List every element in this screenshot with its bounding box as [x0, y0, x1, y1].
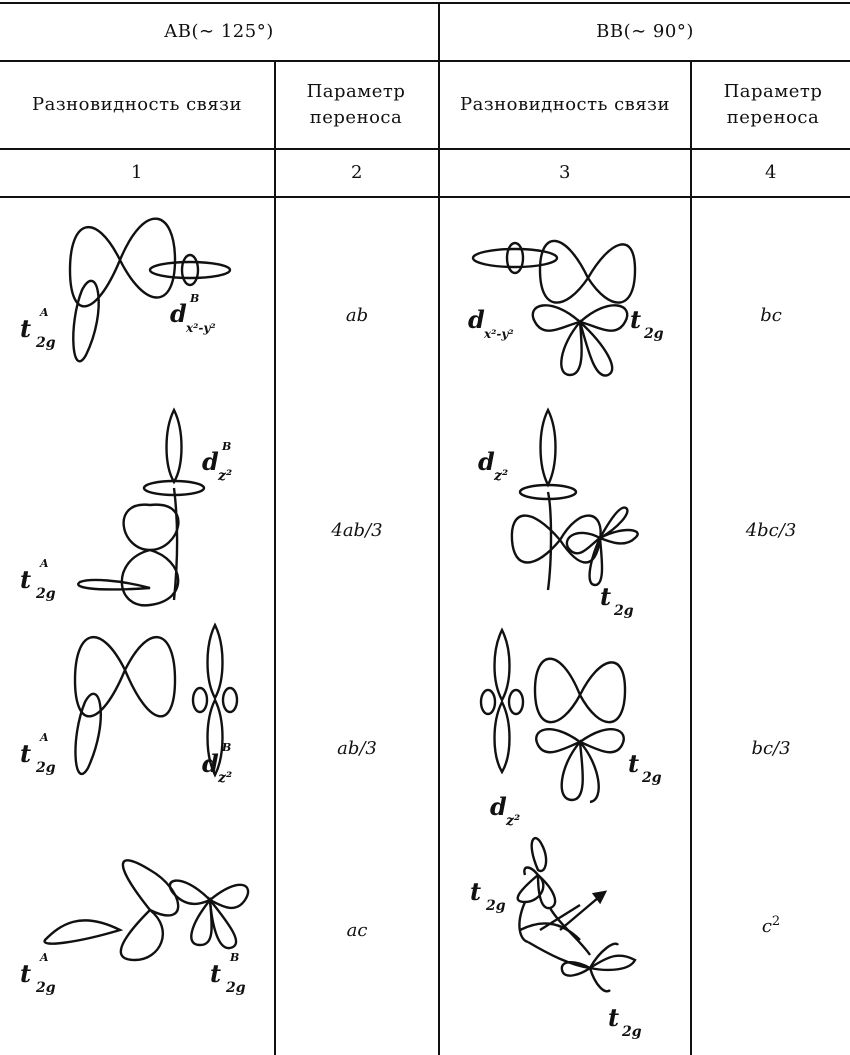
- svg-text:A: A: [39, 557, 49, 570]
- column-number-rule: [0, 196, 850, 198]
- bb-param-row-3: bc/3: [751, 738, 791, 759]
- svg-text:A: A: [39, 731, 49, 744]
- svg-text:t: t: [630, 305, 641, 334]
- bb-param-header: Параметр переноса: [723, 81, 823, 128]
- column-number-4: 4: [765, 162, 777, 183]
- svg-text:B: B: [229, 951, 239, 964]
- table-top-rule: [0, 2, 850, 4]
- svg-text:d: d: [170, 299, 187, 328]
- svg-text:z²: z²: [493, 468, 508, 484]
- bb-orbital-diagram-row-1: d x²-y² t 2g: [468, 239, 664, 377]
- bb-orbital-diagram-row-2: d z² t 2g: [478, 407, 639, 619]
- ab-group-header: AB(∼ 125°): [164, 21, 274, 42]
- ab-type-header: Разновидность связи: [32, 94, 242, 115]
- bb-orbital-diagram-row-3: d z² t 2g: [479, 627, 662, 829]
- svg-text:B: B: [221, 440, 231, 453]
- svg-text:z²: z²: [217, 770, 232, 786]
- bb-orbital-diagram-row-4: t 2g t 2g: [470, 837, 642, 1040]
- svg-text:x²-y²: x²-y²: [185, 321, 216, 335]
- bb-type-header: Разновидность связи: [460, 94, 670, 115]
- svg-text:A: A: [39, 951, 49, 964]
- svg-text:t: t: [600, 582, 611, 611]
- svg-text:2g: 2g: [35, 980, 56, 996]
- ab-orbital-diagram-row-1: t 2g A d x²-y² B: [20, 217, 232, 363]
- svg-text:z²: z²: [505, 813, 520, 829]
- bb-param-row-1: bc: [760, 305, 782, 326]
- bb-param-row-4-exponent: 2: [771, 914, 781, 929]
- column-number-1: 1: [131, 162, 143, 183]
- svg-text:t: t: [628, 749, 639, 778]
- group-divider: [438, 2, 440, 1055]
- svg-text:2g: 2g: [621, 1024, 642, 1040]
- svg-text:2g: 2g: [35, 760, 56, 776]
- ab-orbital-diagram-row-3: t 2g A d z² B: [20, 622, 239, 786]
- svg-text:t: t: [210, 959, 221, 988]
- svg-text:d: d: [202, 749, 219, 778]
- svg-text:t: t: [20, 959, 31, 988]
- ab-orbital-diagram-row-2: d z² B t 2g A: [20, 407, 232, 607]
- svg-text:2g: 2g: [641, 770, 662, 786]
- svg-text:2g: 2g: [613, 603, 634, 619]
- svg-text:d: d: [490, 792, 507, 821]
- column-number-3: 3: [559, 162, 571, 183]
- bb-param-row-4: c2: [692, 914, 850, 937]
- ab-param-header: Параметр переноса: [306, 81, 406, 128]
- ab-orbital-diagram-row-4: t 2g A t 2g B: [20, 859, 250, 996]
- bb-param-row-2: 4bc/3: [745, 520, 797, 541]
- column-header-rule: [0, 148, 850, 150]
- ab-param-row-2: 4ab/3: [331, 520, 383, 541]
- bb-group-header: BB(∼ 90°): [596, 21, 694, 42]
- svg-text:d: d: [202, 447, 219, 476]
- group-header-rule: [0, 60, 850, 62]
- ab-param-row-1: ab: [345, 305, 369, 326]
- svg-text:t: t: [20, 565, 31, 594]
- svg-text:B: B: [189, 292, 199, 305]
- ab-column-divider: [274, 60, 276, 1055]
- svg-text:A: A: [39, 306, 49, 319]
- svg-text:t: t: [608, 1003, 619, 1032]
- bb-column-divider: [690, 60, 692, 1055]
- svg-text:B: B: [221, 741, 231, 754]
- svg-text:t: t: [20, 739, 31, 768]
- svg-text:2g: 2g: [35, 335, 56, 351]
- column-number-2: 2: [351, 162, 363, 183]
- svg-text:z²: z²: [217, 468, 232, 484]
- ab-param-row-3: ab/3: [337, 738, 377, 759]
- svg-text:d: d: [468, 305, 485, 334]
- svg-text:2g: 2g: [225, 980, 246, 996]
- svg-text:2g: 2g: [643, 326, 664, 342]
- svg-text:t: t: [20, 314, 31, 343]
- svg-text:2g: 2g: [485, 898, 506, 914]
- svg-text:2g: 2g: [35, 586, 56, 602]
- svg-text:d: d: [478, 447, 495, 476]
- ab-param-row-4: ac: [346, 920, 368, 941]
- svg-text:x²-y²: x²-y²: [483, 327, 514, 341]
- svg-text:t: t: [470, 877, 481, 906]
- bb-param-row-4-base: c: [761, 916, 772, 937]
